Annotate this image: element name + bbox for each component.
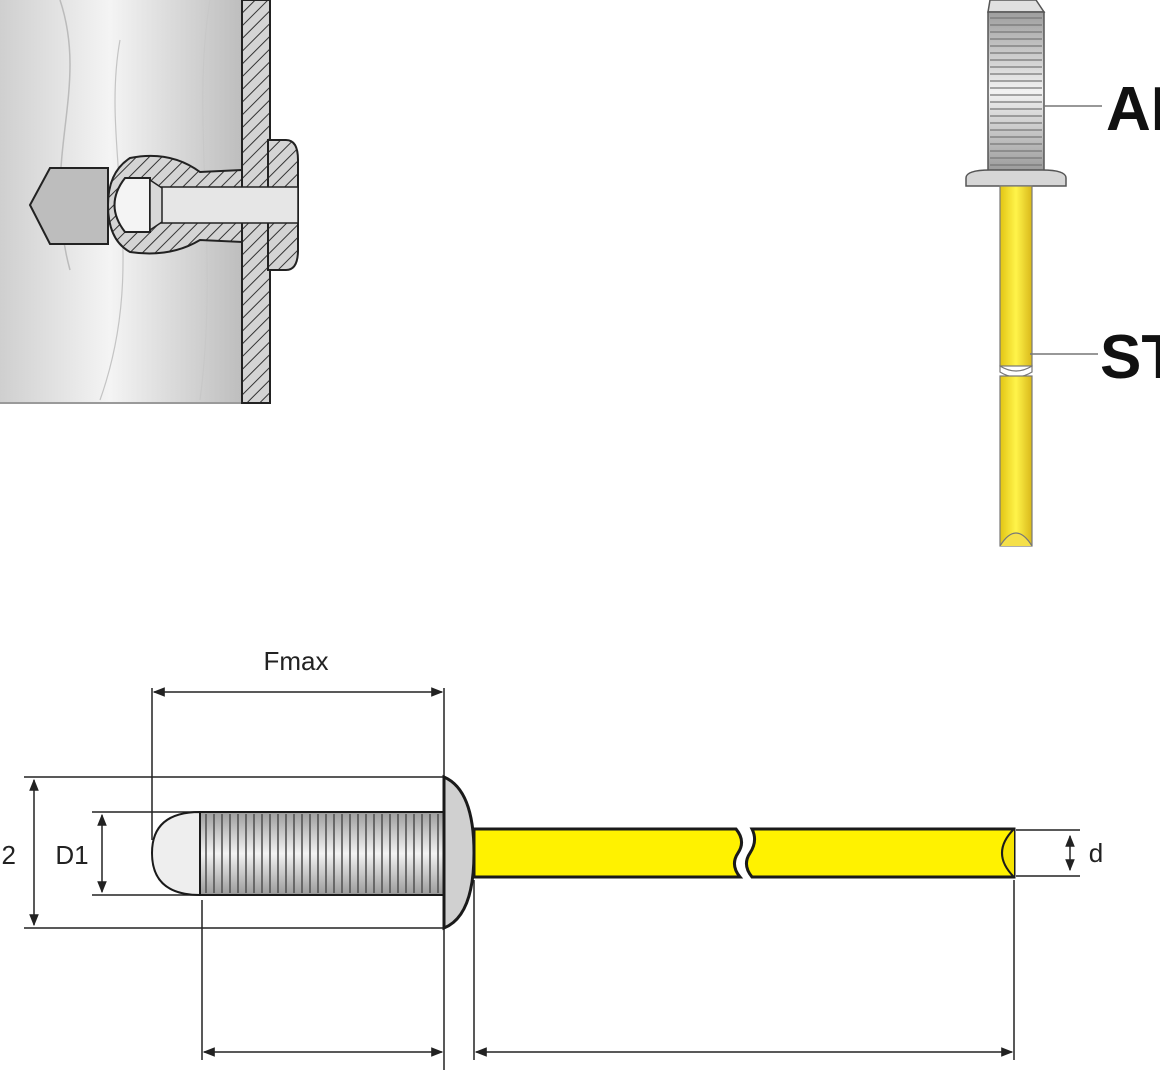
mandrel-break-stub <box>149 178 163 232</box>
mandrel-end-face <box>1001 828 1015 878</box>
mandrel-section-right <box>745 827 1016 879</box>
installed-rivet-section <box>0 0 299 404</box>
vertical-rivet-view: AL ST <box>965 0 1160 547</box>
mandrel-break-notch <box>999 364 1033 378</box>
dimension-label-d2: 2 <box>2 840 16 870</box>
mandrel-upper-vertical <box>999 185 1033 367</box>
dimension-label-d1: D1 <box>55 840 88 870</box>
mandrel-section-left <box>472 827 744 879</box>
rivet-head-vertical <box>965 169 1067 187</box>
rivet-body-vertical <box>987 11 1045 173</box>
drill-tip <box>28 167 109 245</box>
mandrel-end-cap <box>999 532 1033 547</box>
mandrel-head-inside <box>113 177 151 233</box>
dimensioned-rivet: Fmax 2 D1 d <box>2 646 1103 1070</box>
mandrel-lower-vertical <box>999 375 1033 547</box>
rivet-body-horizontal <box>199 811 445 896</box>
mandrel-head-dome <box>150 810 201 897</box>
rivet-body-ribs <box>990 17 1042 166</box>
callout-body-material: AL <box>1106 75 1160 144</box>
rivet-bore <box>149 186 299 224</box>
rivet-head-horizontal <box>442 774 476 931</box>
rivet-top-end <box>987 0 1046 13</box>
dimension-label-d: d <box>1089 838 1103 868</box>
callout-mandrel-material: ST <box>1100 323 1160 392</box>
rivet-body-ribs <box>205 814 439 893</box>
dimension-label-fmax: Fmax <box>264 646 329 676</box>
